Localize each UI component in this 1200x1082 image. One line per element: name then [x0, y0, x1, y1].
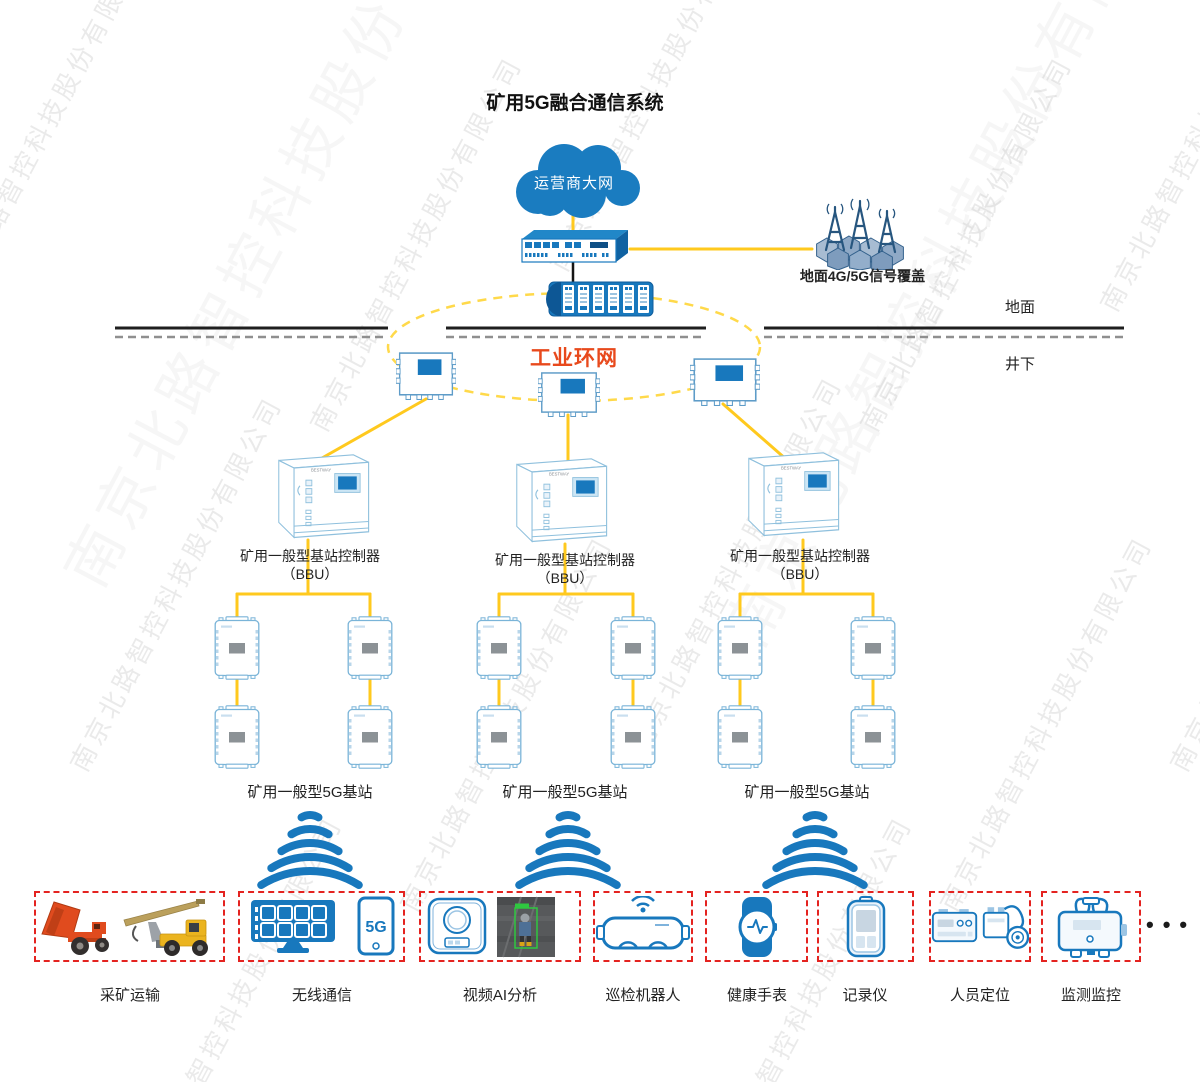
- station-group-label-right: 矿用一般型5G基站: [744, 784, 870, 801]
- bbu-cabinet-right: BESTWAY: [742, 450, 842, 542]
- base-station-icon: [717, 705, 763, 769]
- junction-box-icon: [690, 358, 760, 406]
- base-station: [347, 616, 393, 680]
- phone-5g-text: 5G: [365, 919, 386, 936]
- bbu-label-line2: （BBU）: [536, 569, 594, 586]
- wifi-signal-icon: [235, 810, 385, 890]
- app-box-inspection-robot: [593, 891, 693, 962]
- wifi-signal-icon: [493, 810, 643, 890]
- ring-switch: [543, 280, 655, 318]
- wifi-signal-icon: [740, 810, 890, 890]
- base-station-icon: [610, 705, 656, 769]
- bbu-brand-text: BESTWAY: [549, 472, 569, 477]
- wifi-signal-middle: [493, 810, 643, 890]
- base-station-icon: [214, 616, 260, 680]
- app-box-video-ai: [419, 891, 581, 962]
- wifi-signal-left: [235, 810, 385, 890]
- base-station: [214, 616, 260, 680]
- base-station-icon: [476, 616, 522, 680]
- app-box-recorder: [817, 891, 914, 962]
- app-box-monitoring: [1041, 891, 1141, 962]
- fiber-links: [235, 212, 875, 708]
- wireless-comm-icon: 5G: [250, 896, 394, 955]
- station-group-label-left: 矿用一般型5G基站: [247, 784, 373, 801]
- app-label-mining-transport: 采矿运输: [99, 987, 160, 1004]
- health-watch-icon: [738, 896, 777, 957]
- base-station: [610, 616, 656, 680]
- bbu-brand-text: BESTWAY: [781, 466, 801, 471]
- base-station-icon: [214, 705, 260, 769]
- base-station-icon: [610, 616, 656, 680]
- page-title: 矿用5G融合通信系统: [486, 93, 664, 114]
- station-group-label-middle: 矿用一般型5G基站: [502, 784, 628, 801]
- app-label-inspection-robot: 巡检机器人: [605, 987, 681, 1004]
- junction-box-left: [396, 351, 456, 400]
- base-station: [214, 705, 260, 769]
- base-station: [476, 616, 522, 680]
- mining-transport-icon: [40, 898, 208, 956]
- app-label-health-watch: 健康手表: [726, 987, 787, 1004]
- app-box-mining-transport: [34, 891, 225, 962]
- junction-box-right: [690, 357, 760, 406]
- base-station: [850, 705, 896, 769]
- bbu-label-line1: 矿用一般型基站控制器: [495, 552, 635, 568]
- base-station-icon: [850, 705, 896, 769]
- wifi-signal-right: [740, 810, 890, 890]
- underground-label: 井下: [1004, 356, 1035, 373]
- app-label-recorder: 记录仪: [842, 987, 888, 1004]
- base-station: [476, 705, 522, 769]
- bbu-label-line2: （BBU）: [281, 565, 339, 582]
- bbu-cabinet-left: BESTWAY: [272, 452, 372, 544]
- personnel-location-icon: [931, 904, 1029, 949]
- base-station: [610, 705, 656, 769]
- video-ai-icon: [427, 896, 555, 957]
- switch-icon: [521, 230, 628, 263]
- base-station-icon: [850, 616, 896, 680]
- app-label-video-ai: 视频AI分析: [462, 987, 538, 1004]
- bbu-cabinet-middle: BESTWAY: [510, 456, 610, 548]
- junction-box-icon: [396, 352, 456, 400]
- ring-label: 工业环网: [530, 347, 618, 370]
- monitoring-icon: [1057, 896, 1127, 958]
- bbu-label-line1: 矿用一般型基站控制器: [240, 548, 380, 564]
- base-station: [717, 705, 763, 769]
- base-station: [850, 616, 896, 680]
- cell-towers-icon: [816, 198, 904, 270]
- junction-box-middle: [538, 371, 600, 417]
- junction-box-icon: [538, 372, 600, 417]
- ground-coverage-towers: [805, 198, 915, 270]
- base-station-icon: [717, 616, 763, 680]
- app-label-personnel-location: 人员定位: [949, 987, 1010, 1004]
- base-station-icon: [347, 616, 393, 680]
- base-station: [347, 705, 393, 769]
- cloud-icon: [516, 144, 640, 218]
- cloud-label: 运营商大网: [533, 175, 614, 192]
- app-label-monitoring: 监测监控: [1060, 987, 1121, 1004]
- app-box-wireless-comm: 5G: [238, 891, 405, 962]
- more-indicator: •••: [1146, 912, 1197, 937]
- bbu-label-line1: 矿用一般型基站控制器: [730, 548, 870, 564]
- base-station-icon: [347, 705, 393, 769]
- bbu-cabinet-icon: BESTWAY: [748, 452, 840, 537]
- operator-network-cloud: 运营商大网: [498, 136, 650, 224]
- towers-label: 地面4G/5G信号覆盖: [799, 268, 926, 284]
- ground-label: 地面: [1004, 299, 1035, 316]
- app-label-wireless-comm: 无线通信: [291, 987, 352, 1004]
- bbu-cabinet-icon: BESTWAY: [516, 458, 608, 543]
- bbu-label-line2: （BBU）: [771, 565, 829, 582]
- app-box-personnel-location: [929, 891, 1031, 962]
- bbu-label-right: 矿用一般型基站控制器 （BBU）: [690, 548, 910, 583]
- base-station: [717, 616, 763, 680]
- bbu-label-middle: 矿用一般型基站控制器 （BBU）: [455, 552, 675, 587]
- ring-switch-icon: [546, 281, 654, 317]
- bbu-label-left: 矿用一般型基站控制器 （BBU）: [200, 548, 420, 583]
- inspection-robot-icon: [596, 895, 690, 949]
- bbu-cabinet-icon: BESTWAY: [278, 454, 370, 539]
- bbu-brand-text: BESTWAY: [311, 468, 331, 473]
- app-box-health-watch: [705, 891, 808, 962]
- base-station-icon: [476, 705, 522, 769]
- core-switch: [520, 229, 628, 263]
- recorder-icon: [846, 895, 885, 957]
